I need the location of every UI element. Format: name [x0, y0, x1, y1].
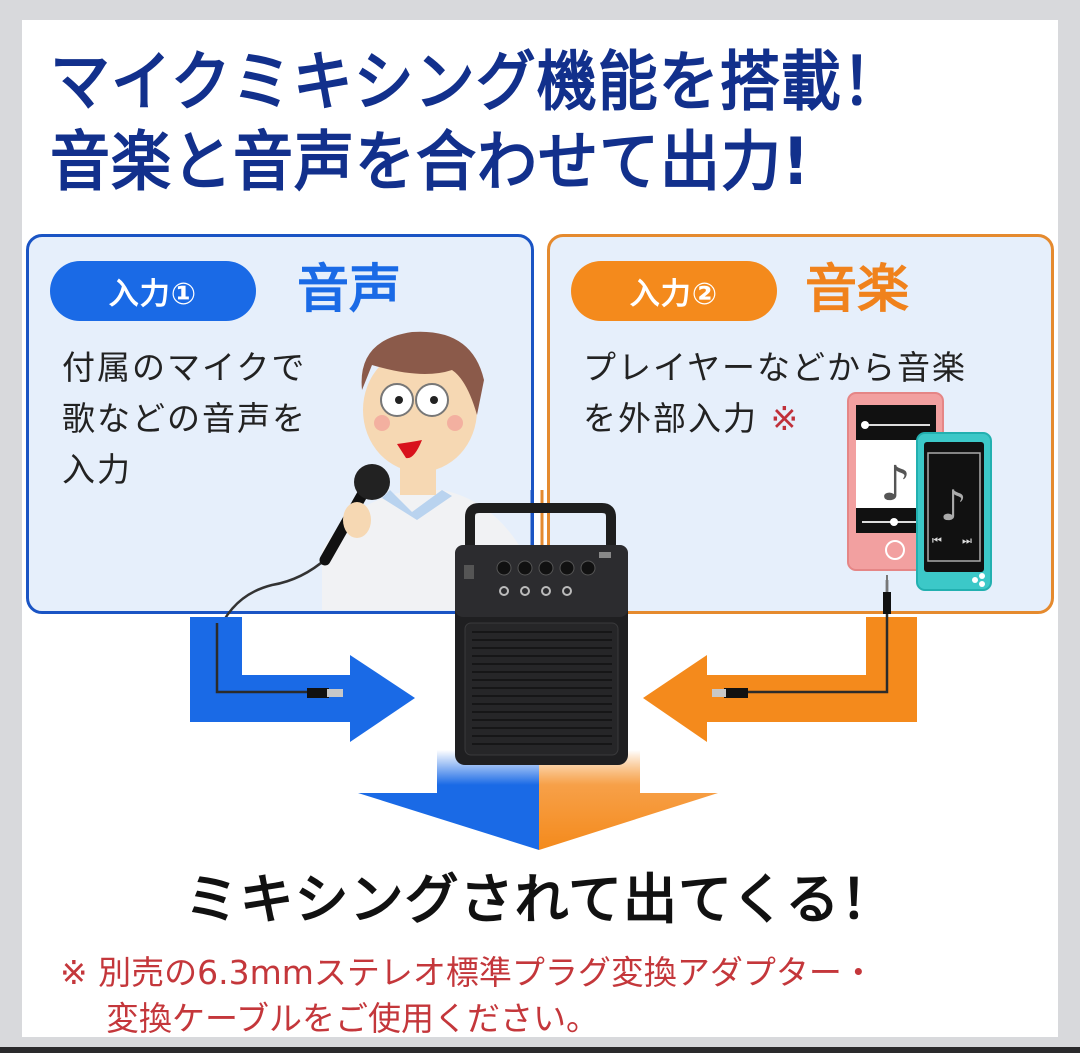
portable-speaker-icon: [455, 503, 628, 765]
bottom-bar: [0, 1047, 1080, 1053]
svg-text:⏮: ⏮: [932, 534, 942, 547]
input1-title: 音声: [297, 260, 402, 320]
note-mark: ※: [770, 399, 801, 438]
footnote: ※ 別売の6.3mmステレオ標準プラグ変換アダプター・ 変換ケーブルをご使用くだ…: [60, 950, 875, 1037]
orange-input-arrow: [643, 617, 917, 742]
headline-line-1: マイクミキシング機能を搭載！: [50, 44, 903, 121]
input2-title: 音楽: [805, 260, 910, 320]
svg-text:♪: ♪: [880, 456, 911, 512]
input1-desc-line: 歌などの音声を: [62, 399, 307, 438]
input2-description: プレイヤーなどから音楽 を外部入力 ※: [583, 342, 967, 444]
input1-description: 付属のマイクで 歌などの音声を 入力: [62, 342, 307, 495]
headline-line-2: 音楽と音声を合わせて出力!: [50, 124, 811, 201]
footnote-line-1: ※ 別売の6.3mmステレオ標準プラグ変換アダプター・: [60, 953, 875, 992]
svg-text:♪: ♪: [940, 481, 967, 530]
input2-badge: 入力②: [571, 261, 777, 321]
mixing-caption: ミキシングされて出てくる！: [184, 868, 896, 931]
input2-desc-text: を外部入力: [583, 399, 758, 438]
svg-text:⏭: ⏭: [962, 534, 972, 547]
input2-desc-line: を外部入力 ※: [583, 393, 967, 444]
mixed-output-arrow-blue: [358, 750, 539, 850]
footnote-line-2: 変換ケーブルをご使用ください。: [106, 999, 600, 1037]
blue-input-arrow: [190, 617, 415, 742]
input1-desc-line: 付属のマイクで: [62, 348, 307, 387]
input1-desc-line: 入力: [62, 450, 132, 489]
product-panel: マイクミキシング機能を搭載！ 音楽と音声を合わせて出力! 入力① 音声 付属のマ…: [22, 20, 1058, 1037]
input1-badge: 入力①: [50, 261, 256, 321]
music-player-icon: ♪ ⏮ ⏭: [916, 432, 992, 591]
input2-desc-line: プレイヤーなどから音楽: [583, 348, 968, 387]
illustration-layer: ♪ ♪ ⏮ ⏭: [190, 331, 992, 850]
mixed-output-arrow-orange: [539, 750, 718, 850]
